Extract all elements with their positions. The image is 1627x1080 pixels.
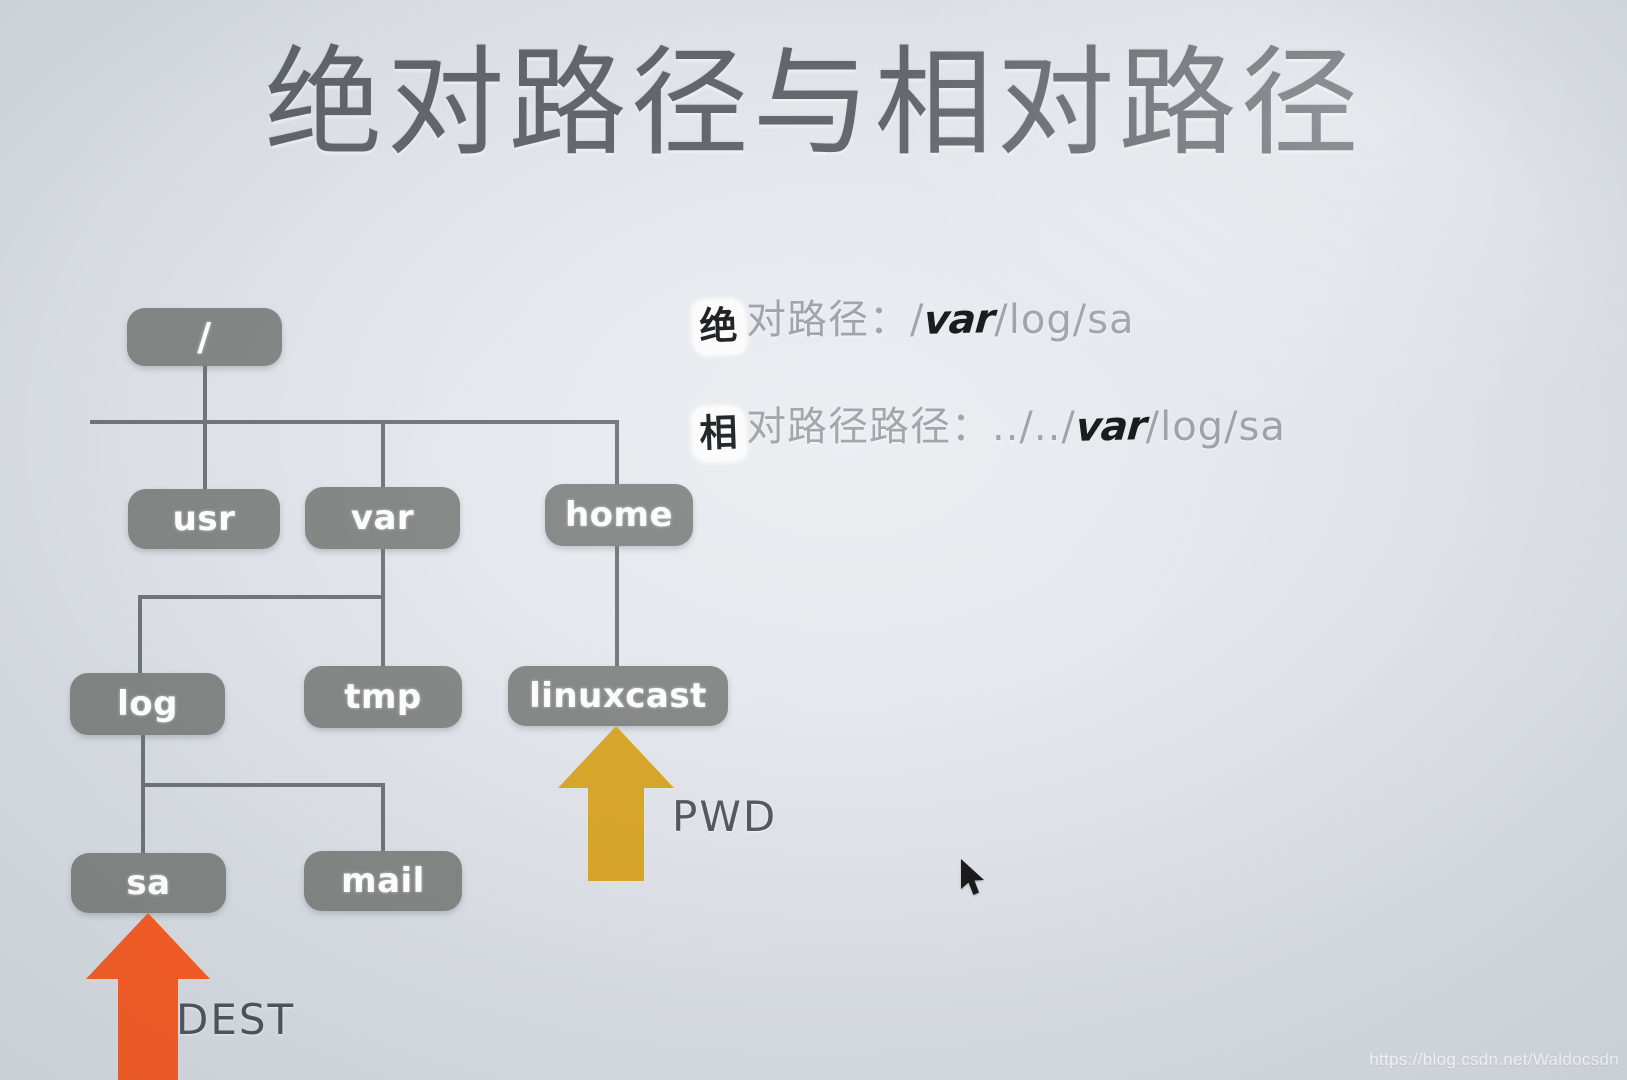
tree-node-label: sa — [126, 863, 171, 903]
handwritten-word-var-relative: var — [1073, 403, 1148, 451]
absolute-path-suffix: /log/sa — [994, 297, 1135, 343]
edge-home-to-linuxcast — [615, 546, 619, 668]
tree-node-var[interactable]: var — [305, 487, 460, 549]
edge-log-bus — [141, 783, 384, 787]
edge-log-stub — [141, 735, 145, 785]
tree-node-root[interactable]: / — [127, 308, 282, 366]
relative-path-line: 相对路径路径：../../var/log/sa — [692, 394, 1286, 462]
pwd-arrow-label: PWD — [672, 792, 778, 841]
edge-bus-to-var — [381, 420, 385, 488]
page-title: 绝对路径与相对路径 — [264, 34, 1363, 172]
watermark: https://blog.csdn.net/Waldocsdn — [1369, 1050, 1619, 1069]
handwritten-char-relative: 相 — [692, 406, 746, 462]
absolute-path-root-slash: / — [910, 297, 925, 343]
tree-node-label: tmp — [344, 677, 422, 717]
edge-var-stub — [381, 549, 385, 597]
dest-arrow-label: DEST — [176, 995, 296, 1044]
handwritten-char-absolute: 绝 — [692, 299, 746, 355]
tree-node-tmp[interactable]: tmp — [304, 666, 462, 728]
tree-node-log[interactable]: log — [70, 673, 225, 735]
tree-node-linuxcast[interactable]: linuxcast — [508, 666, 728, 726]
absolute-path-prefix: 对路径： — [746, 297, 910, 343]
edge-bus-to-mail — [381, 783, 385, 853]
handwritten-word-var-absolute: var — [922, 296, 997, 344]
tree-node-label: var — [350, 498, 415, 538]
edge-bus-to-usr — [203, 420, 207, 490]
tree-node-label: linuxcast — [529, 676, 707, 716]
tree-node-label: / — [197, 315, 212, 359]
pwd-arrow-icon — [558, 726, 674, 881]
relative-path-prefix: 对路径路径： — [746, 404, 992, 450]
tree-node-mail[interactable]: mail — [304, 851, 462, 911]
edge-bus-to-log — [138, 595, 142, 675]
tree-node-label: home — [564, 495, 674, 535]
edge-bus-to-home — [615, 420, 619, 486]
edge-root-stub — [203, 360, 207, 422]
tree-node-label: log — [117, 684, 178, 724]
tree-node-label: mail — [341, 861, 425, 901]
edge-root-bus — [90, 420, 617, 424]
tree-node-label: usr — [172, 499, 236, 539]
edge-var-bus — [138, 595, 385, 599]
tree-node-usr[interactable]: usr — [128, 489, 280, 549]
tree-node-sa[interactable]: sa — [71, 853, 226, 913]
dest-arrow-icon — [86, 913, 210, 1080]
relative-path-dots: ../../ — [992, 404, 1076, 450]
edge-bus-to-tmp — [381, 595, 385, 667]
absolute-path-line: 绝对路径：/var/log/sa — [692, 287, 1135, 355]
mouse-cursor — [961, 859, 984, 895]
edge-bus-to-sa — [141, 783, 145, 855]
relative-path-suffix: /log/sa — [1145, 404, 1286, 450]
tree-node-home[interactable]: home — [545, 484, 693, 546]
